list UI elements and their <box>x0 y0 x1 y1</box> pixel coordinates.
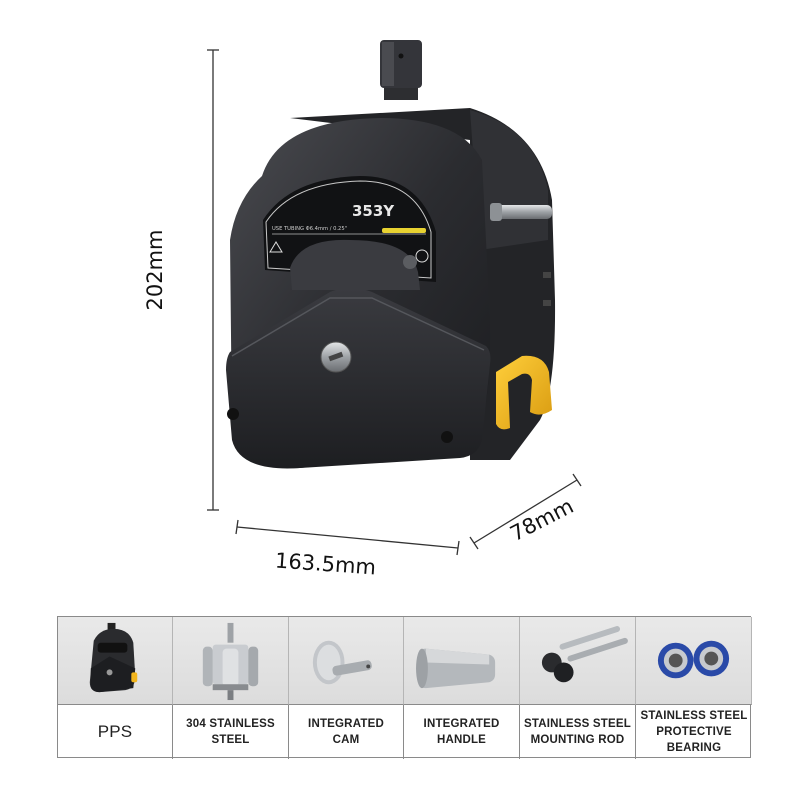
yellow-lever <box>496 355 552 430</box>
feature-image-pps <box>58 617 173 705</box>
center-screw <box>320 341 352 373</box>
width-dimension-line <box>235 519 460 556</box>
height-dimension-line <box>207 49 219 511</box>
peristaltic-pump-illustration: 353Y USE TUBING Φ6.4mm / 0.25" <box>207 40 582 556</box>
bearing-thumbnail-icon <box>657 640 730 679</box>
feature-image-handle <box>404 617 520 705</box>
side-pin <box>490 203 552 221</box>
handle-thumbnail-icon <box>416 648 496 689</box>
feature-label-pps: PPS <box>58 705 173 759</box>
feature-image-bearing <box>636 617 752 705</box>
feature-image-rotor <box>173 617 289 705</box>
feature-label-integrated-cam: INTEGRATED CAM <box>289 705 404 759</box>
depth-dimension-line <box>469 473 582 550</box>
rotor-cover <box>290 239 420 290</box>
feature-table: PPS 304 STAINLESS STEEL INTEGRATED CAM I… <box>57 616 752 759</box>
feature-label-mounting-rod: STAINLESS STEEL MOUNTING ROD <box>520 705 636 759</box>
feature-label-integrated-handle: INTEGRATED HANDLE <box>404 705 520 759</box>
feature-image-cam <box>289 617 404 705</box>
model-label-printed: 353Y <box>352 202 395 220</box>
height-dimension-label: 202mm <box>143 229 167 311</box>
mounting-rod-thumbnail-icon <box>541 626 628 683</box>
roller-rotor-thumbnail-icon <box>202 622 259 701</box>
lid-hole-left <box>227 408 239 420</box>
tubing-label-printed: USE TUBING Φ6.4mm / 0.25" <box>272 226 347 232</box>
feature-label-stainless-steel: 304 STAINLESS STEEL <box>173 705 289 759</box>
yellow-tubing-stripe <box>382 228 426 233</box>
feature-label-protective-bearing: STAINLESS STEEL PROTECTIVE BEARING <box>640 710 748 754</box>
pump-thumbnail-icon <box>89 622 138 693</box>
feature-image-mounting-rod <box>520 617 636 705</box>
top-shaft-knob <box>380 40 422 100</box>
front-lid <box>226 288 491 469</box>
cam-thumbnail-icon <box>312 640 372 685</box>
lid-hole-right <box>441 431 453 443</box>
